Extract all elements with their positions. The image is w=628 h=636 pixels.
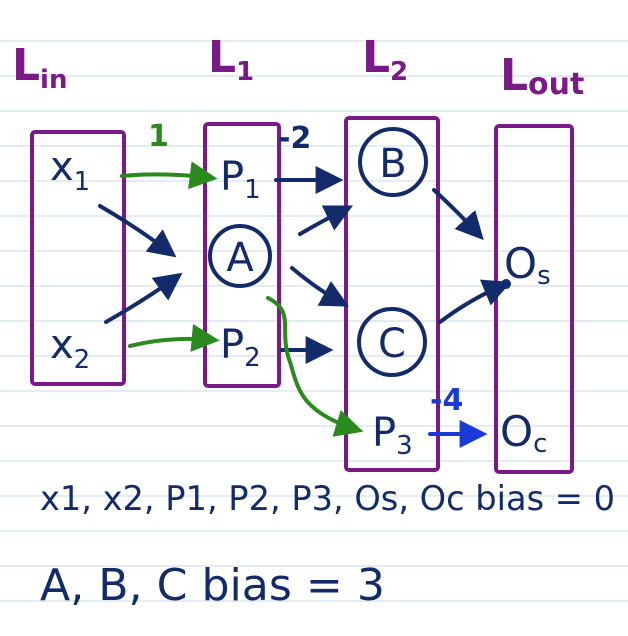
edge-x2-a [104,272,183,324]
edge-x1-p1 [120,161,218,190]
node-circle-c [357,307,427,377]
edge-a-c [290,266,349,307]
node-b: B [379,141,406,187]
edge-c-os [438,279,512,324]
weight-x1-p1: 1 [148,119,169,154]
node-oc: Oc [500,407,547,459]
node-a: A [226,235,254,281]
node-circle-b [358,127,428,197]
node-p2: P2 [220,322,261,373]
edge-a-p3 [266,296,364,437]
layer-label-in: Lin [12,40,67,95]
layer-box-in [30,130,126,386]
layer-box-l1 [203,122,281,388]
node-p3: P3 [372,410,413,461]
layer-label-l2: L2 [362,32,408,87]
edge-b-os [432,188,484,241]
bias-three-note: A, B, C bias = 3 [40,560,385,611]
bias-zero-note: x1, x2, P1, P2, P3, Os, Oc bias = 0 [40,479,615,519]
weight-p1-b: -2 [278,121,311,156]
node-c: C [378,321,406,367]
layer-label-l1: L1 [208,32,254,87]
edge-c-os-dot [501,279,511,289]
node-circle-a [208,224,272,288]
ruled-lines [0,40,628,602]
edge-a-b [298,205,354,236]
node-os: Os [504,239,551,291]
node-x1: x1 [50,144,90,197]
edge-x1-a [98,204,177,258]
edge-x2-p2 [128,324,220,352]
layer-boxes [30,116,574,474]
node-x2: x2 [50,322,90,375]
weight-p3-oc: -4 [430,383,463,418]
layer-label-out: Lout [500,50,584,102]
node-p1: P1 [220,154,261,205]
